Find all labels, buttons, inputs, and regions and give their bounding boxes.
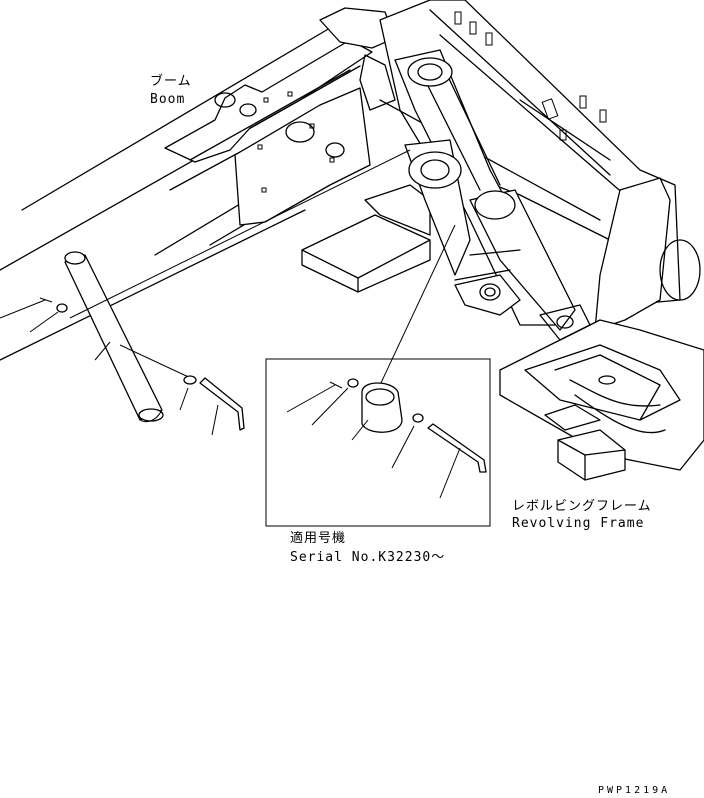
label-serial-en: Serial No.K32230～ <box>290 550 446 565</box>
exploded-pin-set <box>0 149 411 436</box>
revolving-frame <box>301 0 704 481</box>
label-revolving-frame-en: Revolving Frame <box>512 516 645 531</box>
label-serial-jp: 適用号機 <box>290 531 347 546</box>
label-boom-en: Boom <box>150 92 186 107</box>
label-boom-jp: ブーム <box>150 74 192 89</box>
boom <box>0 7 396 361</box>
drawing-code: PWP1219A <box>598 785 671 796</box>
boom-cylinders <box>394 49 591 341</box>
label-revolving-frame-jp: レボルビングフレーム <box>512 499 652 514</box>
serial-detail-box <box>265 224 491 527</box>
